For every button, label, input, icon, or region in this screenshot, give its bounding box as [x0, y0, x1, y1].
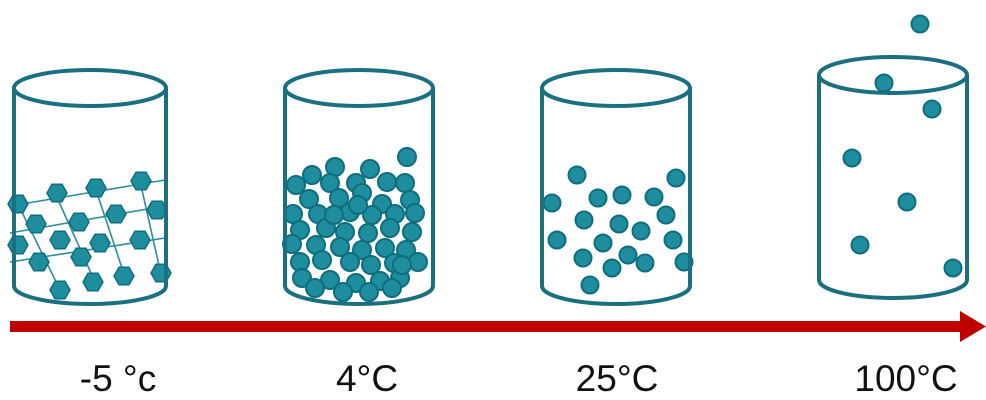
particle — [574, 210, 594, 230]
ice-particle — [113, 266, 135, 286]
particle — [377, 172, 397, 192]
beaker-liquid — [540, 68, 694, 306]
ice-particle — [105, 204, 127, 224]
steam-particles — [842, 14, 963, 278]
particle — [382, 278, 402, 298]
particle — [631, 221, 651, 241]
particle — [361, 255, 381, 275]
ice-particle — [28, 252, 50, 272]
beaker-body — [817, 75, 969, 300]
particle — [573, 248, 593, 268]
particle — [542, 193, 562, 213]
ice-particle — [7, 235, 29, 255]
label-100c: 100°C — [854, 358, 958, 399]
particle — [305, 278, 325, 298]
ice-particle — [49, 280, 71, 300]
ice-particle — [25, 214, 47, 234]
particle — [375, 238, 395, 258]
particle — [943, 258, 963, 278]
ice-particle — [129, 230, 151, 250]
particle — [609, 214, 629, 234]
ice-particle — [130, 171, 152, 191]
ice-particle — [85, 178, 107, 198]
particle — [910, 14, 930, 34]
particle — [299, 189, 319, 209]
dense-water-particles — [282, 147, 428, 302]
ice-particle — [46, 183, 68, 203]
particle — [330, 237, 350, 257]
particle — [874, 73, 894, 93]
particle — [656, 205, 676, 225]
arrow-shaft — [10, 321, 962, 332]
ice-particle — [49, 230, 71, 250]
particle — [666, 168, 686, 188]
particle — [352, 240, 372, 260]
particle — [324, 205, 344, 225]
particle — [397, 147, 417, 167]
beaker-solid — [7, 68, 172, 306]
ice-particle — [7, 194, 29, 214]
particle — [593, 233, 613, 253]
particle — [644, 187, 664, 207]
temperature-arrow — [10, 311, 986, 342]
particle — [302, 165, 322, 185]
particle — [850, 235, 870, 255]
water-particles — [542, 165, 694, 295]
particle — [359, 282, 379, 302]
particle — [402, 222, 422, 242]
particle — [842, 148, 862, 168]
beaker-body — [283, 88, 435, 306]
ice-particles — [7, 171, 172, 300]
particle — [360, 159, 380, 179]
particle — [602, 258, 622, 278]
particle — [348, 195, 368, 215]
label-4c: 4°C — [335, 358, 399, 399]
particle — [320, 173, 340, 193]
beaker-rim — [283, 68, 435, 108]
ice-particle — [146, 200, 168, 220]
particle — [922, 99, 942, 119]
beaker-body — [540, 88, 692, 306]
particle — [612, 185, 632, 205]
particle — [392, 255, 412, 275]
particle — [333, 282, 353, 302]
beaker-dense-liquid — [282, 68, 435, 306]
particle — [408, 252, 428, 272]
particle — [292, 268, 312, 288]
particle — [663, 230, 683, 250]
ice-particle — [68, 212, 90, 232]
particle — [380, 218, 400, 238]
particle — [635, 253, 655, 273]
particle — [340, 252, 360, 272]
particle — [395, 173, 415, 193]
particle — [405, 203, 425, 223]
beaker-rim — [540, 68, 692, 108]
ice-particle — [70, 247, 92, 267]
beaker-rim — [12, 68, 168, 108]
particle — [618, 245, 638, 265]
particle — [580, 275, 600, 295]
label-25c: 25°C — [575, 358, 659, 399]
particle — [358, 223, 378, 243]
particle — [588, 188, 608, 208]
particle — [286, 175, 306, 195]
particle — [567, 165, 587, 185]
particle — [312, 250, 332, 270]
particle — [897, 192, 917, 212]
beaker-rim — [817, 55, 969, 95]
beaker-gas — [817, 14, 969, 300]
beaker-body — [12, 88, 168, 306]
arrow-head-icon — [960, 311, 986, 342]
label-minus-5: -5 °c — [79, 358, 157, 399]
ice-particle — [89, 233, 111, 253]
ice-particle — [82, 272, 104, 292]
particle — [547, 230, 567, 250]
